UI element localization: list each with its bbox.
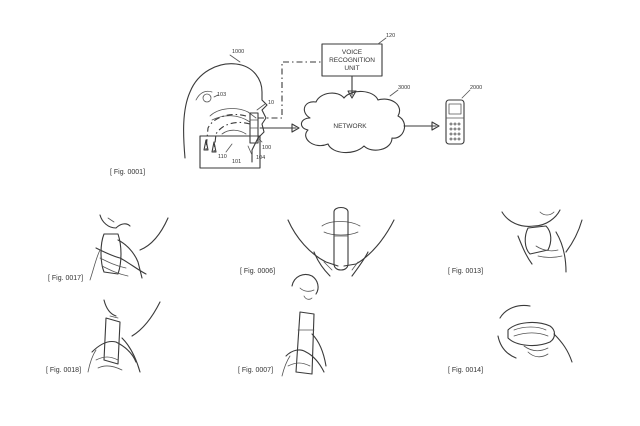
vru-label-line-3: UNIT: [344, 65, 359, 72]
ref-point: 103: [217, 92, 226, 98]
fig-0007-drawing: [281, 273, 327, 377]
device-box: [199, 135, 261, 169]
fig-0017-drawing: [89, 214, 169, 281]
fig-0014-drawing: [497, 304, 573, 363]
fig-0013-drawing: [501, 209, 583, 273]
caption-fig-0007: [ Fig. 0007]: [238, 367, 273, 374]
caption-fig-0017: [ Fig. 0017]: [48, 275, 83, 282]
ref-part: 101: [232, 159, 241, 165]
caption-fig-0013: [ Fig. 0013]: [448, 268, 483, 275]
vru-label-line-1: VOICE: [342, 49, 363, 56]
ref-network: 3000: [398, 85, 410, 91]
network-label: NETWORK: [333, 123, 367, 130]
vru-label-line-2: RECOGNITION: [329, 57, 375, 64]
caption-fig-0001: [ Fig. 0001]: [110, 169, 145, 176]
vru-link-line: [258, 61, 322, 119]
ref-head: 1000: [232, 49, 244, 55]
fig-0001-diagram: 1000 103 10 100 110 101 104 VOICE RECOGN…: [110, 33, 482, 176]
caption-fig-0014: [ Fig. 0014]: [448, 367, 483, 374]
ref-tube: 110: [218, 154, 227, 160]
ref-sensor: 100: [262, 145, 271, 151]
head-profile: [183, 63, 268, 163]
ref-device: 10: [268, 100, 274, 106]
ref-phone: 2000: [470, 85, 482, 91]
ref-vru: 120: [386, 33, 395, 39]
caption-fig-0006: [ Fig. 0006]: [240, 268, 275, 275]
network-cloud: [300, 90, 406, 154]
mobile-phone: [445, 99, 465, 145]
caption-fig-0018: [ Fig. 0018]: [46, 367, 81, 374]
fig-0006-drawing: [287, 206, 395, 277]
ref-box: 104: [256, 155, 265, 161]
fig-0018-drawing: [87, 299, 161, 373]
